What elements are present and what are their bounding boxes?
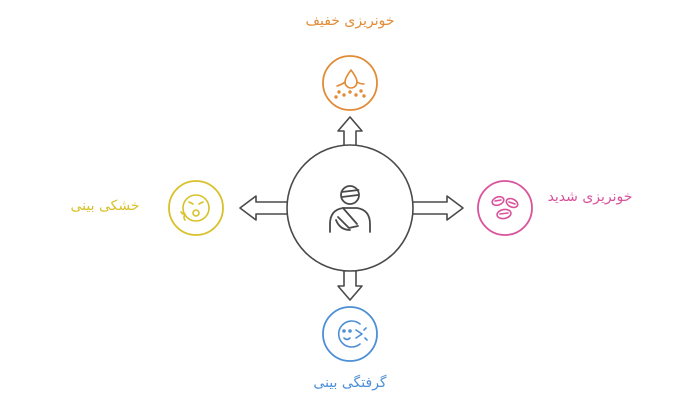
- dry-nose-face-icon: [180, 194, 210, 222]
- node-circle-left: [168, 180, 224, 236]
- blood-cells-icon: [491, 195, 519, 220]
- congested-face-icon: [337, 320, 368, 348]
- node-circle-right: [477, 180, 533, 236]
- node-circle-bottom: [322, 306, 378, 362]
- arrow-left: [239, 195, 293, 221]
- blood-drop-icon: [334, 69, 366, 99]
- label-nasal-congestion: گرفتگی بینی: [313, 375, 387, 391]
- label-nasal-dryness: خشکی بینی: [70, 198, 140, 214]
- injured-person-icon: [329, 185, 371, 233]
- label-severe-bleeding: خونریزی شدید: [547, 189, 633, 205]
- arrow-right: [407, 195, 464, 221]
- label-mild-bleeding: خونریزی خفیف: [305, 13, 395, 29]
- node-circle-top: [322, 55, 378, 111]
